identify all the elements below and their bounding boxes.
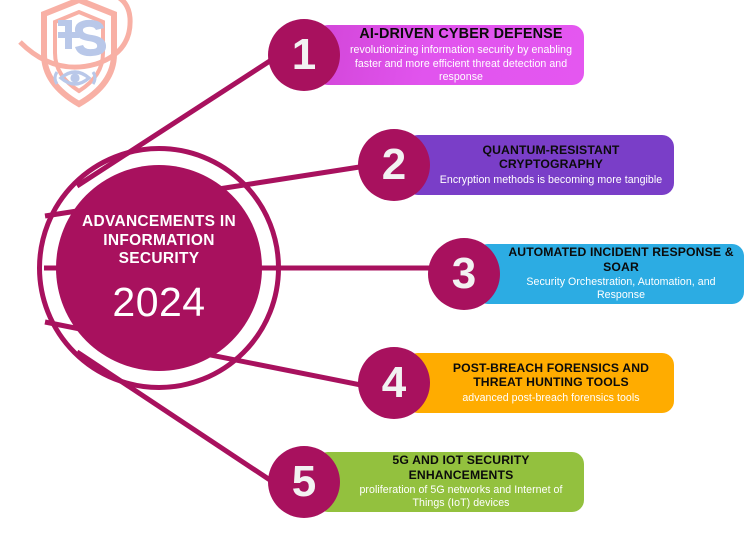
step-card[interactable]: AUTOMATED INCIDENT RESPONSE & SOAR Secur…	[476, 244, 744, 304]
step-description: proliferation of 5G networks and Interne…	[359, 484, 563, 510]
hub-disc: ADVANCEMENTS IN INFORMATION SECURITY 202…	[56, 165, 262, 371]
step-description: Security Orchestration, Automation, and …	[526, 276, 716, 302]
step-number-badge: 1	[268, 19, 340, 91]
step-description: revolutionizing information security by …	[349, 44, 573, 84]
step-number-badge: 2	[358, 129, 430, 201]
hub-title: ADVANCEMENTS IN INFORMATION SECURITY	[81, 212, 237, 268]
center-hub: ADVANCEMENTS IN INFORMATION SECURITY 202…	[37, 146, 281, 390]
logo-letters	[58, 19, 107, 57]
step-title: 5G AND IOT SECURITY ENHANCEMENTS	[392, 453, 530, 482]
step-number-badge: 3	[428, 238, 500, 310]
hub-outer-ring	[37, 146, 281, 390]
list-item[interactable]: 4 POST-BREACH FORENSICS AND THREAT HUNTI…	[358, 347, 674, 419]
step-title: POST-BREACH FORENSICS AND THREAT HUNTING…	[452, 360, 650, 390]
list-item[interactable]: 3 AUTOMATED INCIDENT RESPONSE & SOAR Sec…	[428, 238, 744, 310]
logo-eye	[53, 70, 97, 86]
step-card[interactable]: 5G AND IOT SECURITY ENHANCEMENTS prolife…	[316, 452, 584, 512]
step-card[interactable]: POST-BREACH FORENSICS AND THREAT HUNTING…	[406, 353, 674, 413]
step-title: QUANTUM-RESISTANT CRYPTOGRAPHY	[482, 142, 620, 172]
information-security-shield-logo	[14, 0, 144, 110]
step-card[interactable]: AI-DRIVEN CYBER DEFENSE revolutionizing …	[316, 25, 584, 85]
list-item[interactable]: 5 5G AND IOT SECURITY ENHANCEMENTS proli…	[268, 446, 584, 518]
step-card[interactable]: QUANTUM-RESISTANT CRYPTOGRAPHY Encryptio…	[406, 135, 674, 195]
step-title: AUTOMATED INCIDENT RESPONSE & SOAR	[508, 245, 734, 274]
step-number-badge: 5	[268, 446, 340, 518]
list-item[interactable]: 2 QUANTUM-RESISTANT CRYPTOGRAPHY Encrypt…	[358, 129, 674, 201]
step-number-badge: 4	[358, 347, 430, 419]
step-title: AI-DRIVEN CYBER DEFENSE	[359, 25, 563, 42]
list-item[interactable]: 1 AI-DRIVEN CYBER DEFENSE revolutionizin…	[268, 19, 584, 91]
step-description: advanced post-breach forensics tools	[462, 391, 640, 404]
hub-year: 2024	[112, 279, 206, 326]
step-description: Encryption methods is becoming more tang…	[439, 173, 663, 186]
